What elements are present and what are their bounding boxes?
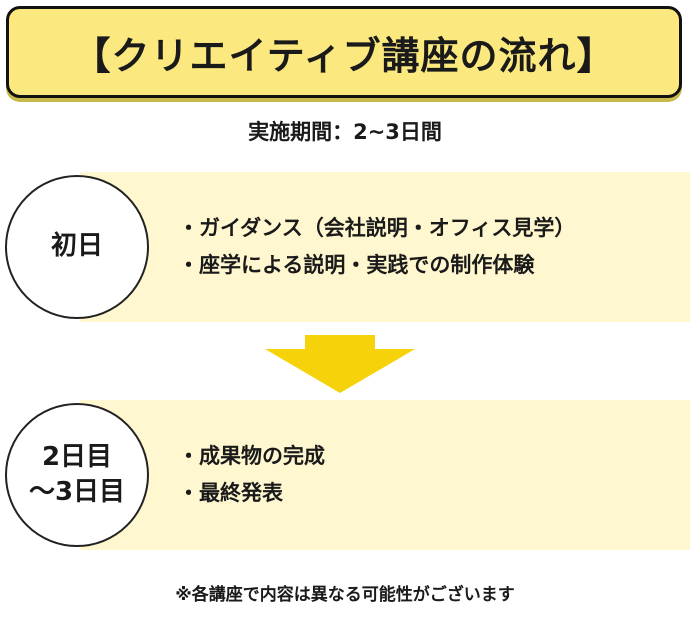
step-2-day-label-line1: 2日目 (41, 441, 113, 472)
step-2-band (80, 400, 690, 550)
list-item: ・座学による説明・実践での制作体験 (178, 252, 535, 277)
list-item: ・最終発表 (178, 480, 283, 505)
arrow-down-icon (265, 335, 415, 393)
step-1-day-circle: 初日 (5, 175, 149, 319)
step-1-items: ・ガイダンス（会社説明・オフィス見学） ・座学による説明・実践での制作体験 (178, 210, 575, 284)
step-2-day-label-line2: ～3日目 (28, 477, 126, 507)
title-banner: 【クリエイティブ講座の流れ】 (6, 6, 682, 98)
period-text: 実施期間：2~3日間 (248, 120, 442, 144)
step-1-band (80, 172, 690, 322)
step-2-items: ・成果物の完成 ・最終発表 (178, 438, 325, 512)
step-1-day-label: 初日 (50, 231, 103, 262)
page-title: 【クリエイティブ講座の流れ】 (72, 33, 616, 78)
footnote: ※各講座で内容は異なる可能性がございます (175, 585, 515, 605)
arrow-down-shape (265, 335, 415, 393)
step-2-day-circle: 2日目 ～3日目 (5, 403, 149, 547)
list-item: ・ガイダンス（会社説明・オフィス見学） (178, 216, 576, 240)
list-item: ・成果物の完成 (178, 444, 325, 468)
